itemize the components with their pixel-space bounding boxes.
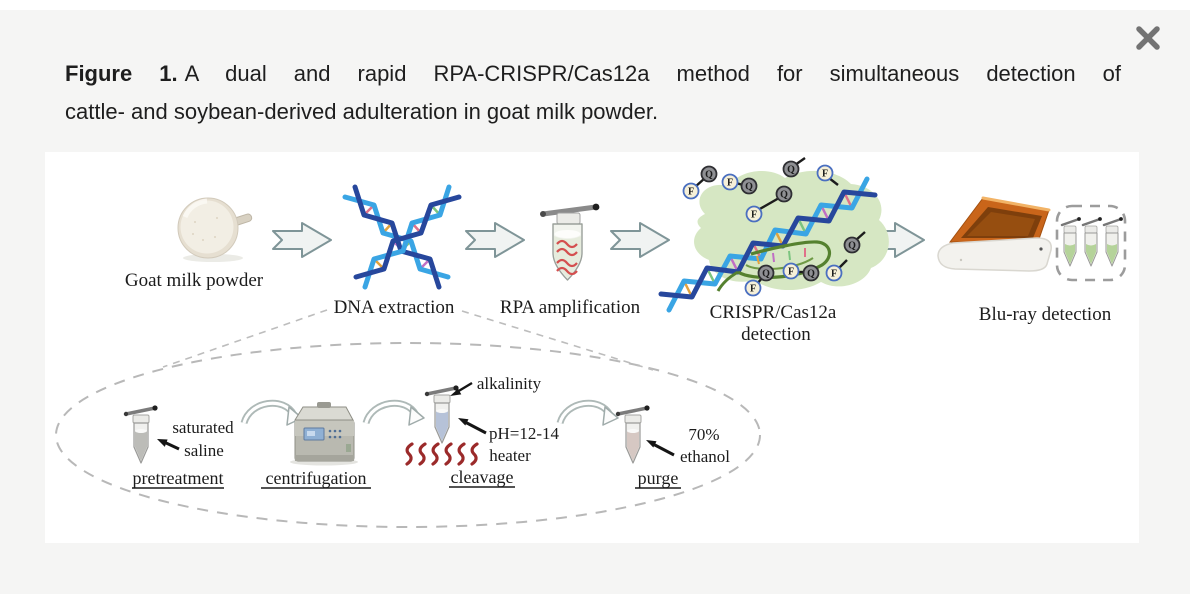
result-tube xyxy=(1102,217,1123,267)
annotation-saturated: saturated xyxy=(172,418,234,437)
close-icon xyxy=(1136,26,1160,50)
quencher-dots: Q Q Q Q Q Q Q xyxy=(700,160,861,282)
svg-text:F: F xyxy=(727,178,733,189)
figure-caption: Figure 1.A dual and rapid RPA-CRISPR/Cas… xyxy=(65,55,1121,131)
step-label-crispr-line2: detection xyxy=(741,324,811,345)
top-strip xyxy=(0,0,1190,10)
svg-text:F: F xyxy=(750,284,756,295)
crrna-hairpin-icon xyxy=(716,240,831,292)
caption-line-1: Figure 1.A dual and rapid RPA-CRISPR/Cas… xyxy=(65,55,1121,93)
svg-text:F: F xyxy=(831,269,837,280)
svg-text:Q: Q xyxy=(787,165,795,176)
bluray-scanner-icon xyxy=(937,196,1052,272)
substep-label-centrifugation: centrifugation xyxy=(266,468,367,488)
svg-text:Q: Q xyxy=(745,182,753,193)
svg-text:Q: Q xyxy=(807,269,815,280)
caption-line-2: cattle- and soybean-derived adulteration… xyxy=(65,99,659,124)
ethanol-arrow xyxy=(646,440,675,457)
flow-arrow-3 xyxy=(610,222,670,258)
saline-arrow xyxy=(157,439,180,451)
fq-reporters: F F F F F F F Q Q Q Q Q Q xyxy=(682,157,866,297)
svg-text:F: F xyxy=(788,267,794,278)
crispr-complex-icon: F F F F F F F Q Q Q Q Q Q xyxy=(658,157,889,313)
figure-number: Figure 1. xyxy=(65,61,178,86)
ph-arrow xyxy=(458,418,487,435)
cleavage-tube-icon xyxy=(424,385,459,444)
substep-label-cleavage: cleavage xyxy=(451,467,514,487)
annotation-ethanol: ethanol xyxy=(680,447,730,466)
annotation-alkalinity: alkalinity xyxy=(477,374,542,393)
alkalinity-arrow xyxy=(450,381,473,396)
curved-arrow-2 xyxy=(366,403,424,425)
curved-arrow-1 xyxy=(244,403,302,425)
annotation-ph: pH=12-14 xyxy=(489,424,560,443)
pretreatment-tube-icon xyxy=(123,405,158,464)
svg-text:Q: Q xyxy=(848,241,856,252)
svg-text:F: F xyxy=(751,210,757,221)
step-label-goat-milk-powder: Goat milk powder xyxy=(125,270,264,291)
magnifier-callout xyxy=(55,309,761,528)
substep-label-purge: purge xyxy=(638,468,679,488)
result-tube xyxy=(1060,217,1081,267)
svg-text:Q: Q xyxy=(762,269,770,280)
svg-text:Q: Q xyxy=(705,170,713,181)
flow-arrow-1 xyxy=(272,222,332,258)
svg-text:Q: Q xyxy=(780,190,788,201)
figure-image: Goat milk powder DNA extraction RPA ampl… xyxy=(55,157,1127,528)
close-button[interactable] xyxy=(1130,20,1166,56)
svg-text:F: F xyxy=(822,169,828,180)
figure-panel: Goat milk powder DNA extraction RPA ampl… xyxy=(45,152,1139,543)
heat-marks-icon xyxy=(405,442,479,466)
substep-label-pretreatment: pretreatment xyxy=(133,468,224,488)
annotation-heater: heater xyxy=(489,446,531,465)
step-label-bluray-detection: Blu-ray detection xyxy=(979,304,1112,325)
purge-tube-icon xyxy=(615,405,650,464)
annotation-ethanol-pct: 70% xyxy=(688,425,719,444)
goat-milk-powder-icon xyxy=(177,197,253,262)
dna-x-icon xyxy=(342,184,462,290)
rpa-tube-icon xyxy=(540,203,600,281)
result-tubes-icon xyxy=(1055,204,1127,282)
result-tube xyxy=(1081,217,1102,267)
caption-text-1: A dual and rapid RPA-CRISPR/Cas12a metho… xyxy=(184,61,1122,86)
step-label-rpa-amplification: RPA amplification xyxy=(500,297,641,318)
centrifuge-icon xyxy=(290,402,358,466)
svg-text:F: F xyxy=(688,187,694,198)
annotation-saline: saline xyxy=(184,441,224,460)
flow-arrow-2 xyxy=(465,222,525,258)
step-label-crispr-line1: CRISPR/Cas12a xyxy=(710,302,837,323)
step-label-dna-extraction: DNA extraction xyxy=(334,297,455,318)
curved-arrow-3 xyxy=(560,403,618,425)
fluorophore-dots: F F F F F F F xyxy=(682,164,843,297)
